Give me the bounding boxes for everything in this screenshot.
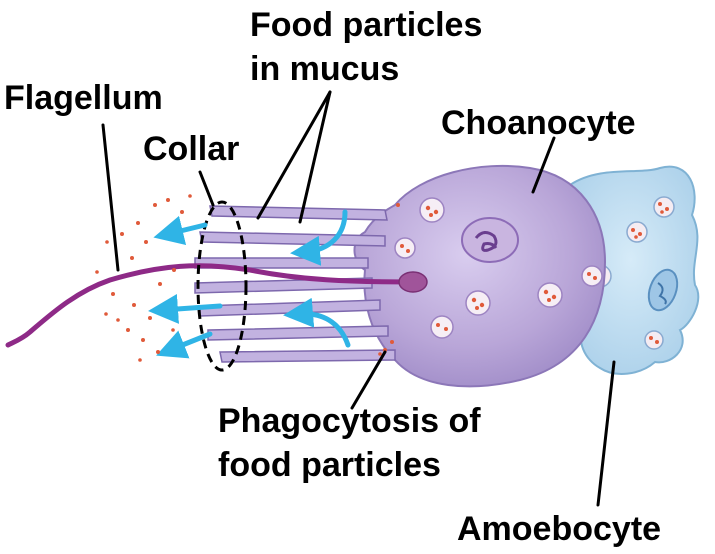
flagellum	[5, 263, 428, 348]
pointer-food-particles-a	[256, 90, 332, 220]
flow-arrow-2	[283, 297, 351, 348]
label-phagocytosis-line2: food particles	[218, 446, 441, 484]
choanocyte-cell-body	[353, 164, 607, 388]
flow-arrow-1	[290, 209, 348, 266]
collar-microvilli	[194, 205, 396, 363]
collar-outline	[196, 200, 248, 372]
label-flagellum: Flagellum	[4, 79, 163, 117]
flow-arrow-5	[156, 330, 213, 359]
label-food-particles-line1: Food particles	[250, 6, 482, 44]
basal-body	[398, 271, 428, 293]
label-pointer-lines	[101, 90, 616, 507]
flow-arrow-3	[153, 215, 208, 246]
flow-arrow-4	[148, 293, 223, 324]
amoebocyte-nucleus	[647, 268, 679, 312]
label-phagocytosis-line1: Phagocytosis of	[218, 402, 481, 440]
label-choanocyte: Choanocyte	[441, 104, 636, 142]
choanocyte-nucleus	[461, 217, 519, 263]
choanocyte-food-vacuoles	[394, 197, 603, 339]
label-amoebocyte: Amoebocyte	[457, 510, 661, 548]
pointer-flagellum	[101, 123, 120, 272]
pointer-choanocyte	[531, 136, 556, 194]
pointer-amoebocyte	[596, 360, 616, 507]
label-food-particles-line2: in mucus	[250, 50, 399, 88]
label-collar: Collar	[143, 130, 239, 168]
water-current-arrows	[148, 209, 351, 359]
pointer-collar	[198, 170, 215, 207]
pointer-phagocytosis	[350, 350, 387, 410]
pointer-food-particles-b	[298, 90, 332, 224]
